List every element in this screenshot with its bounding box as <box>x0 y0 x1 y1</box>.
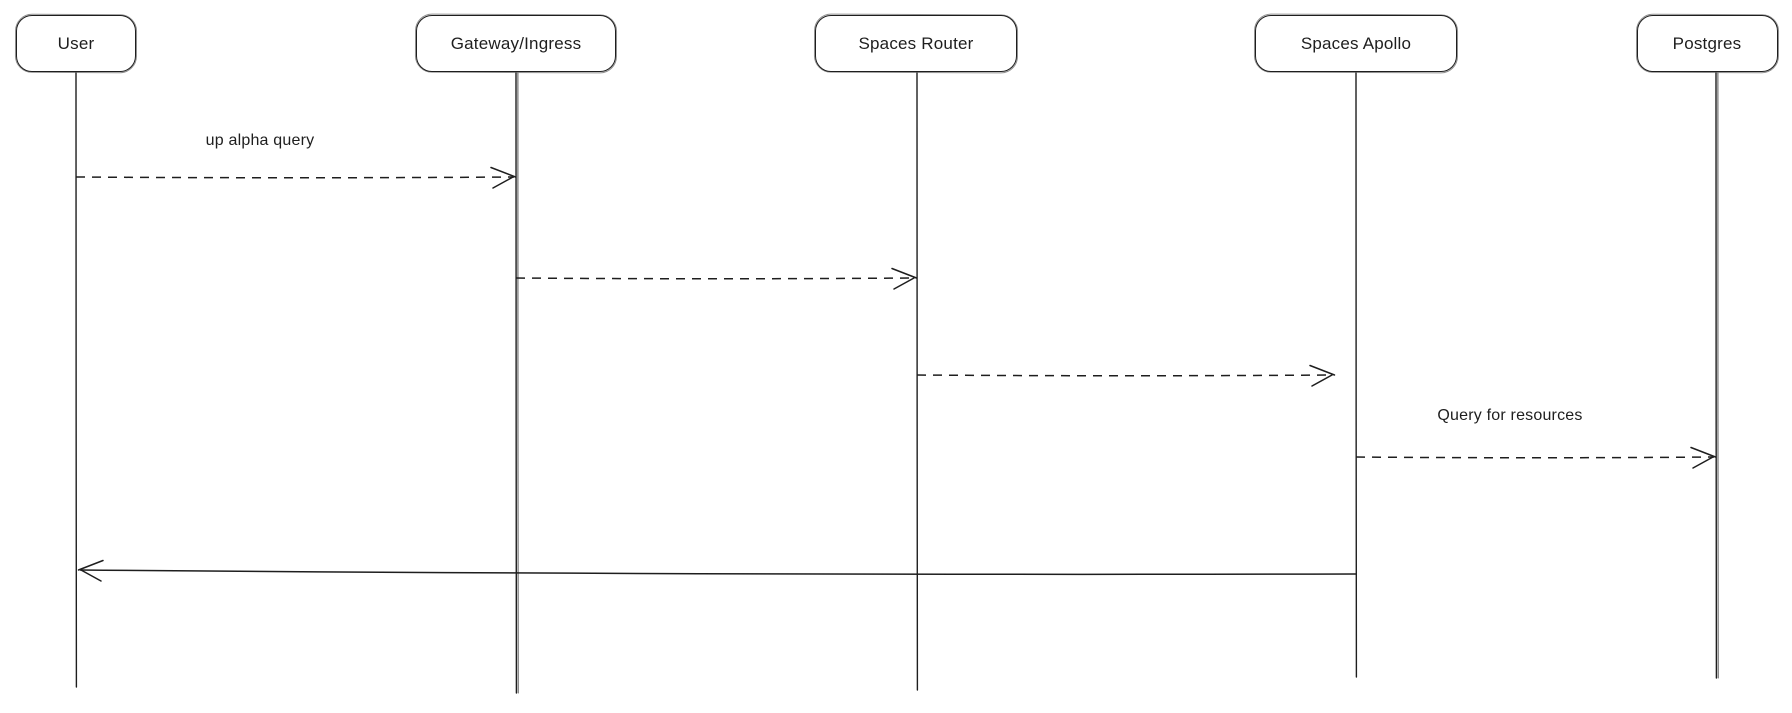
message-arrowhead-user <box>80 569 102 582</box>
message-line-spaces-apollo-to-user <box>79 569 1357 576</box>
message-arrowhead-spaces-router <box>893 277 915 290</box>
actor-box-spaces-router: Spaces Router <box>815 15 1017 72</box>
message-arrowhead-spaces-router <box>891 267 918 279</box>
message-arrowhead-user <box>77 559 104 571</box>
message-arrowhead-spaces-apollo <box>1311 374 1333 387</box>
message-line-spaces-router-to-spaces-apollo <box>916 374 1334 377</box>
message-arrowhead-postgres <box>1692 456 1714 469</box>
actor-box-user: User <box>16 15 136 72</box>
message-line-user-to-gateway <box>75 176 515 179</box>
message-line-spaces-apollo-to-postgres <box>1355 456 1715 459</box>
actor-label-spaces-apollo: Spaces Apollo <box>1300 33 1412 53</box>
actor-label-gateway: Gateway/Ingress <box>450 33 582 53</box>
message-label-spaces-apollo-to-postgres: Query for resources <box>1437 407 1583 424</box>
message-arrowhead-postgres <box>1690 446 1717 458</box>
message-arrowhead-gateway <box>492 176 514 189</box>
actor-box-postgres: Postgres <box>1636 15 1778 72</box>
message-line-gateway-to-spaces-router <box>515 277 916 280</box>
message-label-user-to-gateway: up alpha query <box>205 132 315 149</box>
message-arrowhead-gateway <box>490 166 517 178</box>
actor-box-spaces-apollo: Spaces Apollo <box>1255 15 1457 72</box>
actor-label-user: User <box>57 33 95 53</box>
message-arrowhead-spaces-apollo <box>1309 364 1336 376</box>
actor-box-gateway: Gateway/Ingress <box>416 15 616 72</box>
actor-label-postgres: Postgres <box>1672 33 1742 53</box>
actor-label-spaces-router: Spaces Router <box>858 33 974 53</box>
